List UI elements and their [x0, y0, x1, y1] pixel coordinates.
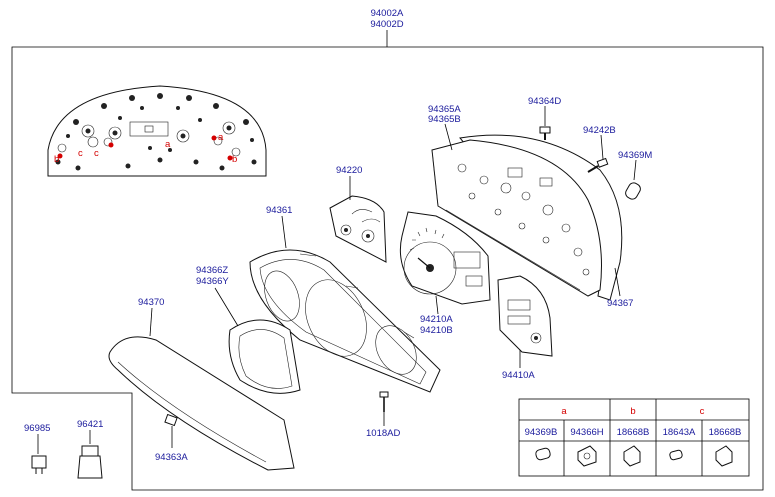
- legend-part-label-94369b[interactable]: 94369B: [525, 427, 558, 438]
- callout-96421[interactable]: 96421: [77, 419, 103, 430]
- legend-group-b: b: [630, 406, 635, 417]
- pcb-marker-b2: b: [232, 154, 237, 165]
- dial-94210: [399, 211, 491, 305]
- callout-94410a[interactable]: 94410A: [502, 370, 535, 381]
- legend-part-18668b-2: [715, 445, 733, 467]
- callout-94365-2[interactable]: 94365B: [428, 114, 461, 125]
- legend-part-18668b-1: [623, 445, 641, 467]
- callout-94242b[interactable]: 94242B: [583, 125, 616, 136]
- clip-94363a: [164, 413, 178, 427]
- legend-part-94366h: [577, 445, 597, 467]
- assembly-number-2[interactable]: 94002D: [370, 19, 403, 30]
- legend-part-label-18668b-1[interactable]: 18668B: [617, 427, 650, 438]
- callout-94369m[interactable]: 94369M: [618, 150, 652, 161]
- main-case-94361: [249, 249, 441, 393]
- bulb-96985: [31, 455, 47, 474]
- callout-94220[interactable]: 94220: [336, 165, 362, 176]
- bulb-94369m: [625, 182, 641, 200]
- screw-94242b: [587, 157, 609, 173]
- callout-94366-2[interactable]: 94366Y: [196, 276, 229, 287]
- legend-table: [518, 398, 750, 477]
- callout-94365-1[interactable]: 94365A: [428, 104, 461, 115]
- socket-96421: [77, 445, 103, 479]
- assembly-number-1[interactable]: 94002A: [371, 8, 404, 19]
- screw-1018ad: [379, 391, 389, 412]
- callout-94366-1[interactable]: 94366Z: [196, 265, 228, 276]
- ring-94366: [228, 319, 301, 394]
- callout-1018ad[interactable]: 1018AD: [366, 428, 400, 439]
- legend-part-label-18668b-2[interactable]: 18668B: [709, 427, 742, 438]
- legend-part-94369b: [535, 447, 551, 461]
- callout-94367[interactable]: 94367: [607, 298, 633, 309]
- callout-96985[interactable]: 96985: [24, 423, 50, 434]
- legend-part-18643a: [669, 449, 683, 461]
- pcb-marker-a1: a: [218, 132, 224, 143]
- callout-94370[interactable]: 94370: [138, 297, 164, 308]
- legend-part-label-18643a[interactable]: 18643A: [663, 427, 696, 438]
- callout-94210-2[interactable]: 94210B: [420, 325, 453, 336]
- pcb-marker-a2: a: [165, 139, 171, 150]
- legend-part-label-94366h[interactable]: 94366H: [570, 427, 603, 438]
- assembly-boundary: [11, 46, 764, 491]
- pcb-back-view: [47, 85, 267, 177]
- legend-group-a: a: [561, 406, 567, 417]
- lens-94370: [108, 336, 295, 471]
- gauge-94220: [329, 195, 387, 263]
- callout-94363a[interactable]: 94363A: [155, 452, 188, 463]
- callout-94361[interactable]: 94361: [266, 205, 292, 216]
- pcb-board: [431, 139, 602, 297]
- callout-94364d[interactable]: 94364D: [528, 96, 561, 107]
- legend-group-c: c: [700, 406, 705, 417]
- pcb-marker-b1: b: [54, 154, 59, 165]
- pcb-marker-c1: c: [78, 148, 83, 159]
- screw-94364d: [539, 126, 551, 140]
- pcb-marker-c2: c: [94, 148, 99, 159]
- callout-94210-1[interactable]: 94210A: [420, 314, 453, 325]
- plate-94410a: [497, 275, 553, 357]
